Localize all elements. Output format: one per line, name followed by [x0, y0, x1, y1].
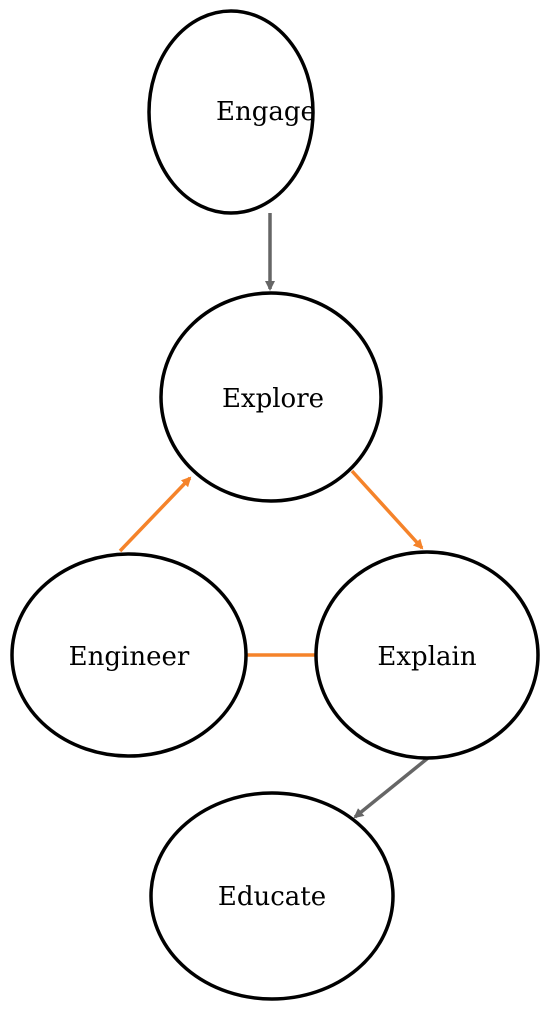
node-engage-label: Engage	[216, 97, 316, 127]
node-engineer-label: Engineer	[69, 642, 190, 672]
node-explore-label: Explore	[222, 384, 324, 414]
node-educate-label: Educate	[218, 882, 326, 912]
node-educate: Educate	[149, 791, 395, 1001]
edge-explain-educate	[353, 756, 430, 819]
edge-explore-explain	[350, 469, 424, 550]
node-explain-label: Explain	[377, 642, 476, 672]
node-explain: Explain	[314, 550, 540, 760]
node-engage: Engage	[147, 9, 316, 215]
node-engineer: Engineer	[10, 552, 248, 758]
node-explore: Explore	[159, 291, 383, 503]
edge-engineer-explore	[118, 476, 192, 553]
